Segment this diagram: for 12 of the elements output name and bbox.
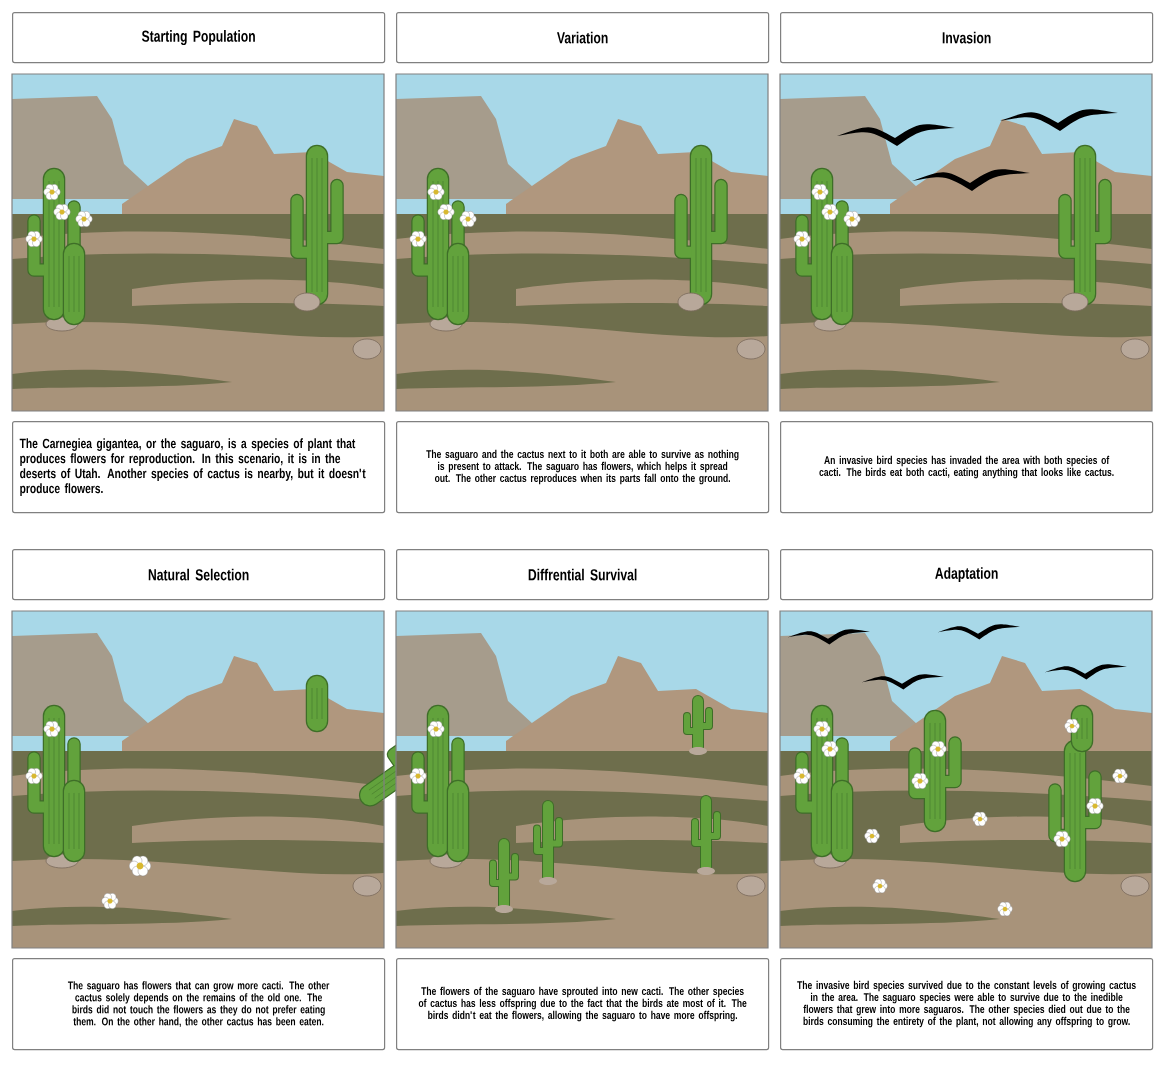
- title-box: Adaptation: [780, 549, 1154, 601]
- title-box: Invasion: [780, 12, 1154, 64]
- caption-box: The invasive bird species survived due to the constant levels of growing cactus in the area. The saguaro species were able to survive due to the inedible flowers that grew into more saguaros. The other species died out due to the birds consuming the entirety of the plant, not allowing any offspring to grow.: [780, 958, 1154, 1051]
- title-box: Variation: [396, 12, 770, 64]
- title-box: Diffrential Survival: [396, 549, 770, 601]
- caption-box: An invasive bird species has invaded the area with both species of cacti. The birds eat both cacti, eating anything that looks like cactus.: [780, 421, 1154, 514]
- caption-box: The saguaro and the cactus next to it both are able to survive as nothing is present to attack. The saguaro has flowers, which helps it spread out. The other cactus reproduces when its parts fall onto the ground.: [396, 421, 770, 514]
- title-box: Natural Selection: [12, 549, 386, 601]
- caption-box: The saguaro has flowers that can grow more cacti. The other cactus solely depends on the remains of the old one. The birds did not touch the flowers as they do not prefer eating them. On the other hand, the other cactus has been eaten.: [12, 958, 386, 1051]
- caption-box: The Carnegiea gigantea, or the saguaro, is a species of plant that produces flowers for reproduction. In this scenario, it is in the deserts of Utah. Another species of cactus is nearby, but it doesn't produce flowers.: [12, 421, 386, 514]
- title-box: Starting Population: [12, 12, 386, 64]
- caption-box: The flowers of the saguaro have sprouted into new cacti. The other species of cactus has less offspring due to the fact that the birds ate most of it. The birds didn't eat the flowers, allowing the saguaro to have more offspring.: [396, 958, 770, 1051]
